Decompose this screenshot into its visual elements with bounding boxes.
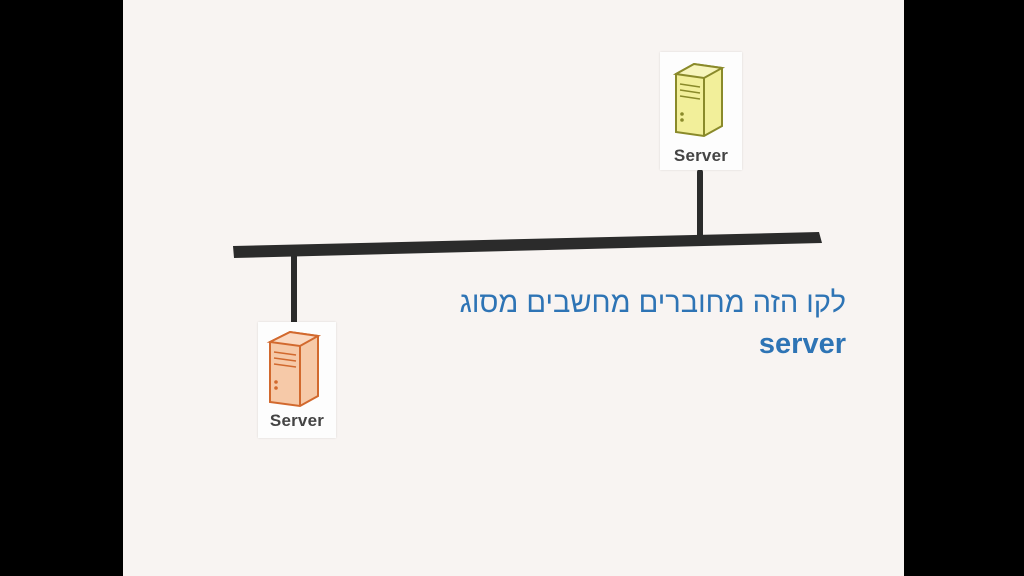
server-tower-icon: [672, 62, 726, 138]
server-label-top: Server: [673, 146, 729, 165]
server-node-bottom: Server: [258, 322, 336, 438]
slide-canvas: Server Server לקו הזה מחוברים מחשבים מסו…: [123, 0, 904, 576]
bus-backbone-line: [233, 232, 822, 258]
caption-line-server: server: [758, 328, 846, 360]
slide-caption: לקו הזה מחוברים מחשבים מסוג server: [326, 283, 846, 365]
caption-line-hebrew: לקו הזה מחוברים מחשבים מסוג: [459, 287, 846, 319]
server-tower-icon: [266, 330, 322, 408]
server-node-top: Server: [660, 52, 742, 170]
server-label-bottom: Server: [269, 411, 325, 430]
network-diagram: [233, 169, 822, 326]
